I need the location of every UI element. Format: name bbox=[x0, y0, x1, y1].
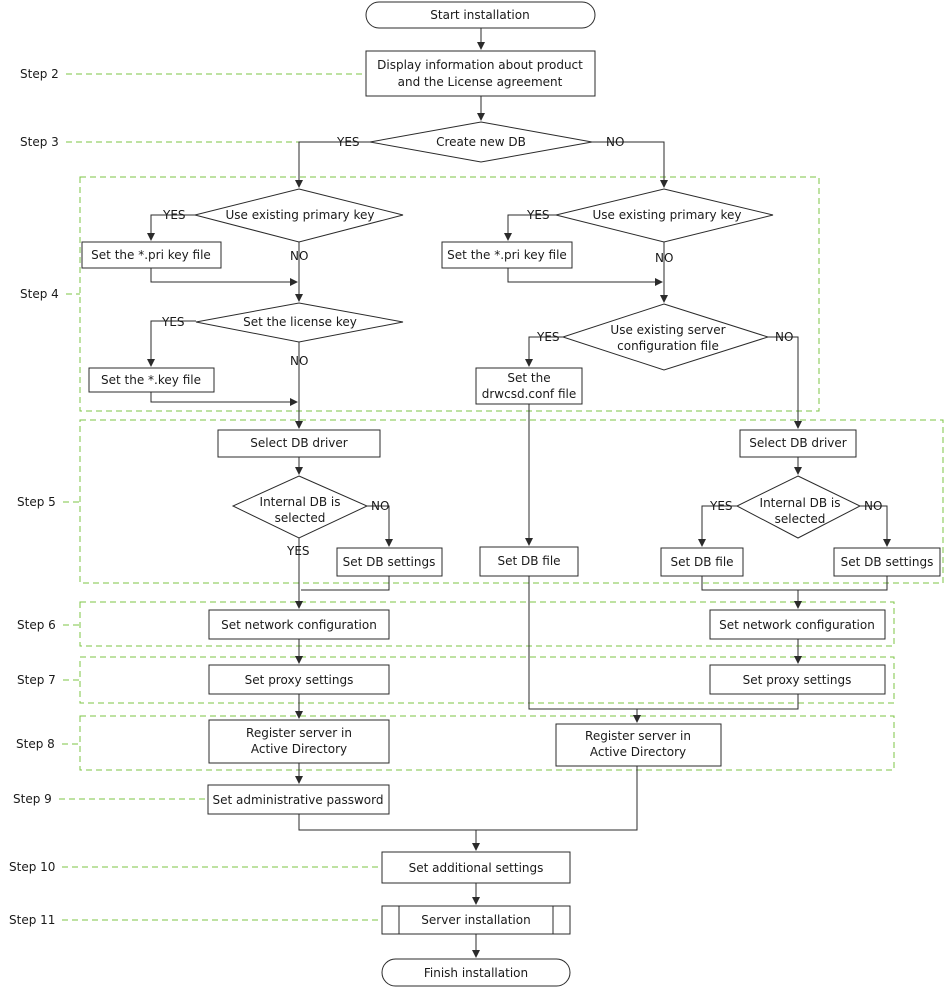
internal-db-left-decision: Internal DB is selected bbox=[231, 475, 369, 539]
svg-text:Set DB settings: Set DB settings bbox=[343, 555, 436, 569]
step4-group bbox=[79, 176, 820, 412]
set-license-decision: Set the license key bbox=[195, 302, 404, 343]
db-driver-right-node: Select DB driver bbox=[739, 429, 857, 458]
db-settings-left-node: Set DB settings bbox=[336, 547, 443, 577]
svg-text:Set DB file: Set DB file bbox=[670, 555, 733, 569]
svg-text:Use existing primary key: Use existing primary key bbox=[593, 208, 742, 222]
svg-text:Set DB file: Set DB file bbox=[497, 554, 560, 568]
svg-text:Select DB driver: Select DB driver bbox=[250, 436, 347, 450]
internal-db-right-decision: Internal DB is selected bbox=[735, 475, 862, 539]
svg-text:Server installation: Server installation bbox=[421, 913, 530, 927]
step3-label: Step 3 bbox=[20, 135, 59, 149]
step4-label: Step 4 bbox=[20, 287, 59, 301]
svg-text:Set proxy settings: Set proxy settings bbox=[245, 673, 354, 687]
svg-text:Register server in: Register server in bbox=[585, 729, 691, 743]
no-label: NO bbox=[290, 249, 308, 263]
set-conf-node: Set the drwcsd.conf file bbox=[475, 367, 583, 405]
svg-text:Active Directory: Active Directory bbox=[590, 745, 686, 759]
step11-label: Step 11 bbox=[9, 913, 55, 927]
no-label: NO bbox=[290, 354, 308, 368]
edges bbox=[147, 28, 891, 958]
proxy-right-node: Set proxy settings bbox=[709, 664, 886, 695]
use-conf-decision: Use existing server configuration file bbox=[561, 303, 770, 371]
svg-text:Create new DB: Create new DB bbox=[436, 135, 526, 149]
net-config-right-node: Set network configuration bbox=[709, 609, 886, 640]
svg-text:Use existing server: Use existing server bbox=[610, 323, 725, 337]
display-info-node: Display information about product and th… bbox=[365, 50, 596, 97]
use-key-left-decision: Use existing primary key bbox=[194, 188, 404, 243]
svg-text:selected: selected bbox=[275, 511, 326, 525]
svg-text:Set administrative password: Set administrative password bbox=[212, 793, 383, 807]
svg-text:Internal DB is: Internal DB is bbox=[760, 496, 841, 510]
svg-text:Start installation: Start installation bbox=[430, 8, 529, 22]
no-label: NO bbox=[606, 135, 624, 149]
net-config-left-node: Set network configuration bbox=[208, 609, 390, 640]
yes-label: YES bbox=[536, 330, 560, 344]
create-db-decision: Create new DB bbox=[369, 121, 593, 163]
svg-text:and the License agreement: and the License agreement bbox=[398, 75, 563, 89]
step6-label: Step 6 bbox=[17, 618, 56, 632]
use-key-right-decision: Use existing primary key bbox=[555, 188, 774, 243]
step8-label: Step 8 bbox=[16, 737, 55, 751]
svg-text:selected: selected bbox=[775, 512, 826, 526]
svg-text:Select DB driver: Select DB driver bbox=[749, 436, 846, 450]
additional-settings-node: Set additional settings bbox=[381, 851, 571, 884]
svg-text:Set additional settings: Set additional settings bbox=[409, 861, 544, 875]
no-label: NO bbox=[775, 330, 793, 344]
svg-text:Use existing primary key: Use existing primary key bbox=[226, 208, 375, 222]
yes-label: YES bbox=[336, 135, 360, 149]
svg-text:Register server in: Register server in bbox=[246, 726, 352, 740]
svg-text:configuration file: configuration file bbox=[617, 339, 719, 353]
start-node: Start installation bbox=[365, 1, 596, 29]
set-key-file-node: Set the *.key file bbox=[88, 367, 215, 393]
finish-node: Finish installation bbox=[381, 958, 571, 987]
svg-text:Set the license key: Set the license key bbox=[243, 315, 357, 329]
no-label: NO bbox=[371, 499, 389, 513]
db-file-mid-node: Set DB file bbox=[479, 546, 579, 577]
svg-text:Set network configuration: Set network configuration bbox=[719, 618, 875, 632]
svg-text:Set proxy settings: Set proxy settings bbox=[743, 673, 852, 687]
branch-labels: YES NO YES NO YES NO YES NO YES NO NO YE… bbox=[161, 135, 882, 558]
yes-label: YES bbox=[286, 544, 310, 558]
set-pri-left-node: Set the *.pri key file bbox=[81, 241, 222, 269]
svg-text:Internal DB is: Internal DB is bbox=[260, 495, 341, 509]
no-label: NO bbox=[655, 251, 673, 265]
db-settings-right-node: Set DB settings bbox=[833, 547, 941, 577]
step6-group bbox=[79, 601, 895, 647]
svg-text:Active Directory: Active Directory bbox=[251, 742, 347, 756]
register-left-node: Register server in Active Directory bbox=[208, 719, 390, 764]
admin-password-node: Set administrative password bbox=[207, 784, 390, 815]
step10-label: Step 10 bbox=[9, 860, 55, 874]
set-pri-right-node: Set the *.pri key file bbox=[441, 241, 573, 269]
step9-label: Step 9 bbox=[13, 792, 52, 806]
svg-text:Set the: Set the bbox=[507, 371, 550, 385]
register-right-node: Register server in Active Directory bbox=[555, 723, 722, 767]
step-labels: Step 2 Step 3 Step 4 Step 5 Step 6 Step … bbox=[9, 67, 382, 927]
step5-label: Step 5 bbox=[17, 495, 56, 509]
svg-text:Set DB settings: Set DB settings bbox=[841, 555, 934, 569]
svg-text:Set the *.key file: Set the *.key file bbox=[101, 373, 201, 387]
db-driver-left-node: Select DB driver bbox=[217, 429, 381, 458]
db-file-right-node: Set DB file bbox=[660, 547, 744, 577]
svg-text:Finish installation: Finish installation bbox=[424, 966, 528, 980]
svg-text:Display information about prod: Display information about product bbox=[377, 58, 583, 72]
svg-text:Set the *.pri key file: Set the *.pri key file bbox=[91, 248, 211, 262]
step5-group bbox=[79, 419, 944, 584]
step8-group bbox=[79, 715, 895, 771]
yes-label: YES bbox=[161, 315, 185, 329]
yes-label: YES bbox=[526, 208, 550, 222]
svg-text:Set network configuration: Set network configuration bbox=[221, 618, 377, 632]
step2-label: Step 2 bbox=[20, 67, 59, 81]
step7-label: Step 7 bbox=[17, 673, 56, 687]
svg-text:drwcsd.conf file: drwcsd.conf file bbox=[482, 387, 577, 401]
proxy-left-node: Set proxy settings bbox=[208, 664, 390, 695]
yes-label: YES bbox=[709, 499, 733, 513]
yes-label: YES bbox=[162, 208, 186, 222]
svg-text:Set the *.pri key file: Set the *.pri key file bbox=[447, 248, 567, 262]
no-label: NO bbox=[864, 499, 882, 513]
server-installation-node: Server installation bbox=[381, 905, 571, 935]
